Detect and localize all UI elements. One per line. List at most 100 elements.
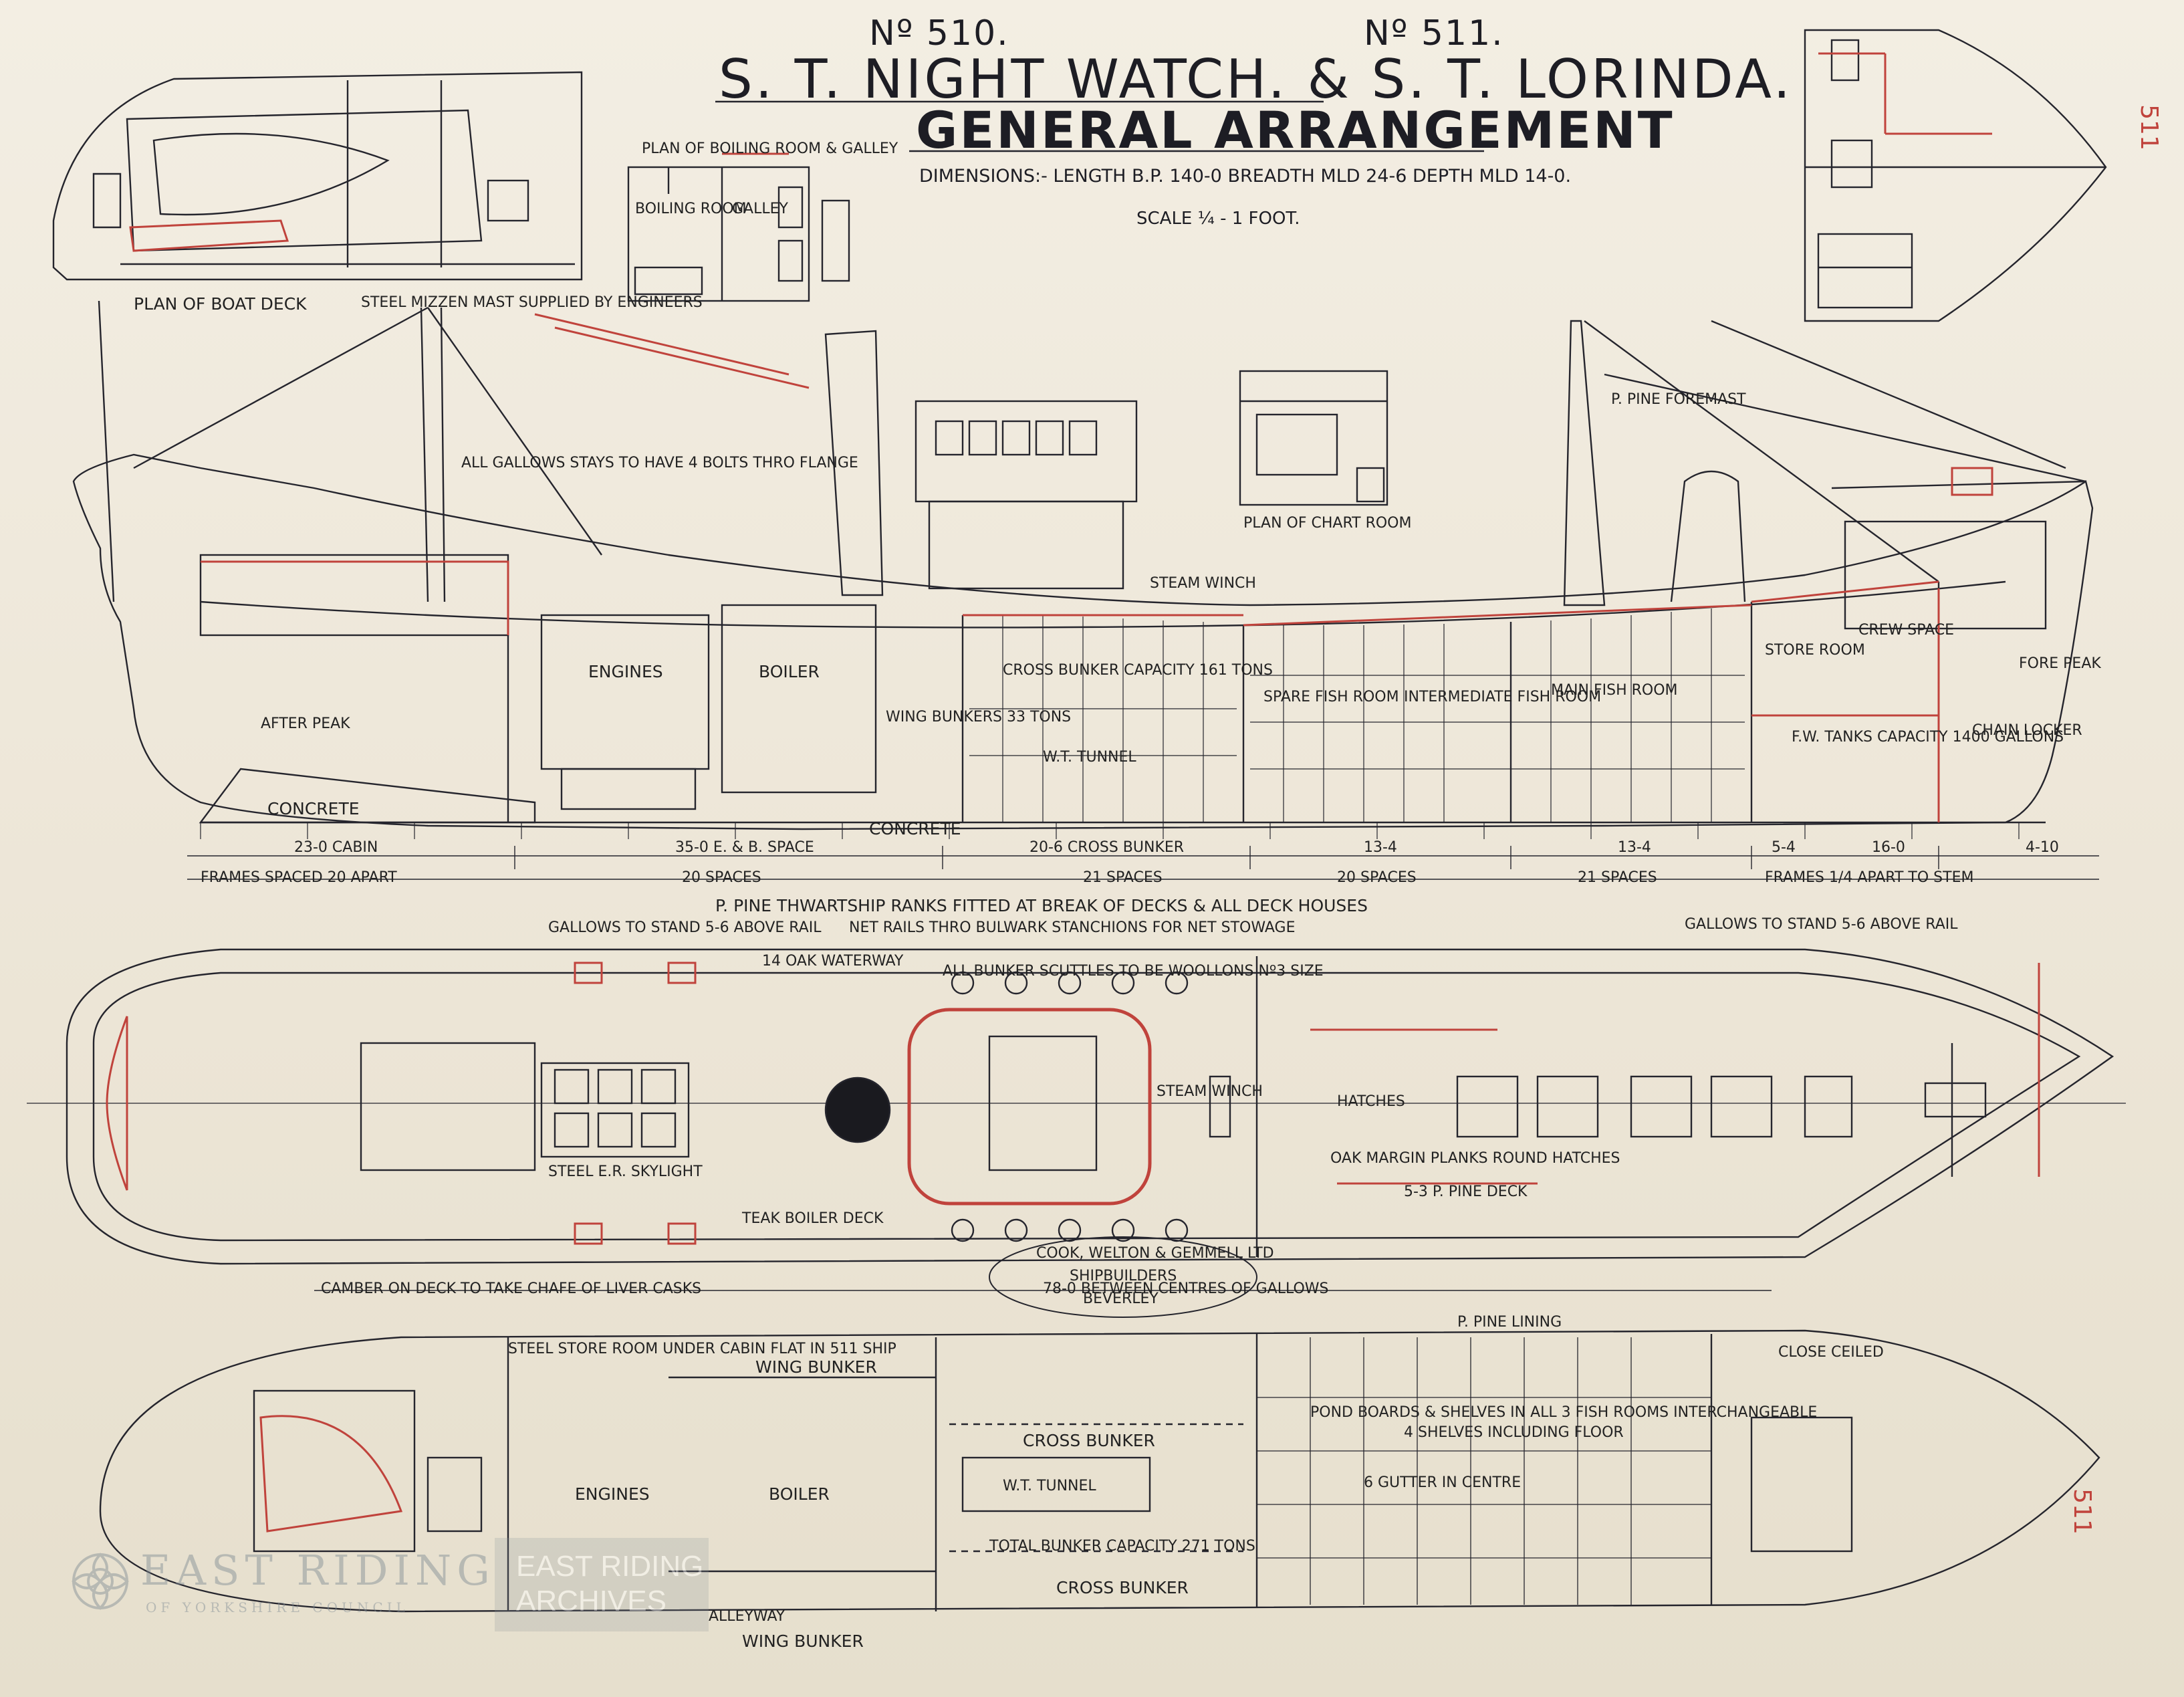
- watermark-council-name: EAST RIDING: [140, 1546, 495, 1595]
- galley-label: GALLEY: [732, 201, 788, 217]
- intermediate-fish-room-label: INTERMEDIATE FISH ROOM: [1404, 689, 1602, 705]
- hold-plan: [99, 1329, 2100, 1613]
- red-derrick-1: [534, 313, 790, 376]
- hold-engines-label: ENGINES: [575, 1484, 650, 1504]
- steel-skylight-label: STEEL E.R. SKYLIGHT: [548, 1163, 703, 1180]
- dimensions-note: DIMENSIONS:- LENGTH B.P. 140-0 BREADTH M…: [919, 166, 1572, 187]
- pine-ranks-note: P. PINE THWARTSHIP RANKS FITTED AT BREAK…: [715, 896, 1368, 915]
- fw-tanks-label: F.W. TANKS CAPACITY 1400 GALLONS: [1792, 729, 2064, 746]
- red-aft-cabin-seating: [259, 1415, 403, 1533]
- gutter-centre-note: 6 GUTTER IN CENTRE: [1364, 1474, 1522, 1491]
- bunker-scuttles-note: ALL BUNKER SCUTTLES TO BE WOOLLONS Nº3 S…: [943, 963, 1324, 980]
- red-casing-outline: [907, 1008, 1152, 1206]
- watermark-archive-line1: EAST RIDING: [516, 1550, 704, 1583]
- steel-store-room-note: STEEL STORE ROOM UNDER CABIN FLAT IN 511…: [508, 1341, 896, 1357]
- yard-number-510: Nº 510.: [869, 13, 1009, 53]
- red-stern-deck: [106, 1016, 128, 1191]
- dim-cross-bunker: 20-6 CROSS BUNKER: [1029, 839, 1185, 856]
- dim-cabin: 23-0 CABIN: [294, 839, 378, 856]
- boat-deck-plan: [52, 71, 583, 281]
- chart-room-plan: [1239, 370, 1388, 506]
- chain-locker-label: CHAIN LOCKER: [1972, 722, 2082, 739]
- camber-note: CAMBER ON DECK TO TAKE CHAFE OF LIVER CA…: [321, 1280, 702, 1297]
- red-forecastle-detail: [1951, 467, 1993, 496]
- spacing-21-fwd: 21 SPACES: [1578, 869, 1657, 886]
- profile-engines-label: ENGINES: [588, 662, 663, 681]
- scale-note: SCALE ¼ - 1 FOOT.: [1136, 209, 1300, 229]
- total-bunker-label: TOTAL BUNKER CAPACITY 271 TONS: [989, 1538, 1255, 1555]
- four-shelves-note: 4 SHELVES INCLUDING FLOOR: [1404, 1424, 1624, 1441]
- profile-view: [72, 300, 2094, 839]
- archive-watermark: EAST RIDING OF YORKSHIRE COUNCIL EAST RI…: [67, 1538, 722, 1652]
- boiling-room-label: BOILING ROOM: [635, 201, 747, 217]
- mizzen-mast-label: STEEL MIZZEN MAST SUPPLIED BY ENGINEERS: [361, 294, 703, 311]
- margin-note-top: 511: [2135, 104, 2163, 150]
- wing-bunker-top-label: WING BUNKER: [755, 1357, 877, 1377]
- hold-boiler-label: BOILER: [769, 1484, 830, 1504]
- dim-peak: 4-10: [2026, 839, 2059, 856]
- store-room-label: STORE ROOM: [1765, 642, 1865, 659]
- watermark-archive-line2: ARCHIVES: [516, 1585, 666, 1617]
- concrete-mid-label: CONCRETE: [869, 819, 961, 838]
- crew-space-label: CREW SPACE: [1858, 622, 1955, 639]
- spare-fish-room-label: SPARE FISH ROOM: [1263, 689, 1399, 705]
- pine-deck-note: 5-3 P. PINE DECK: [1404, 1183, 1528, 1200]
- red-boat-deck-boat: [129, 219, 289, 252]
- spacing-20-aft: 20 SPACES: [682, 869, 761, 886]
- wing-bunker-bottom-label: WING BUNKER: [742, 1631, 864, 1651]
- oak-waterway-note: 14 OAK WATERWAY: [762, 953, 904, 970]
- dim-store: 5-4: [1772, 839, 1796, 856]
- cross-bunker-top-label: CROSS BUNKER: [1023, 1431, 1155, 1450]
- net-rails-note: NET RAILS THRO BULWARK STANCHIONS FOR NE…: [849, 919, 1296, 936]
- oak-margin-note: OAK MARGIN PLANKS ROUND HATCHES: [1330, 1150, 1620, 1167]
- after-peak-label: AFTER PEAK: [261, 715, 350, 732]
- profile-boiler-label: BOILER: [759, 662, 820, 681]
- fore-peak-label: FORE PEAK: [2019, 655, 2101, 672]
- rose-emblem-icon: [72, 1553, 129, 1610]
- spacing-frames-stem: FRAMES 1/4 APART TO STEM: [1765, 869, 1974, 886]
- builder-name: COOK, WELTON & GEMMELL LTD: [1036, 1245, 1274, 1262]
- gallows-stays-label: ALL GALLOWS STAYS TO HAVE 4 BOLTS THRO F…: [461, 455, 858, 471]
- watermark-council-sub: OF YORKSHIRE COUNCIL: [146, 1599, 409, 1615]
- boat-deck-plan-label: PLAN OF BOAT DECK: [134, 294, 307, 314]
- chart-room-plan-label: PLAN OF CHART ROOM: [1243, 515, 1412, 532]
- ship-names-title: S. T. NIGHT WATCH. & S. T. LORINDA.: [719, 48, 1793, 110]
- pine-foremast-label: P. PINE FOREMAST: [1611, 391, 1746, 408]
- between-gallows-note: 78-0 BETWEEN CENTRES OF GALLOWS: [1043, 1280, 1329, 1297]
- teak-boiler-deck-note: TEAK BOILER DECK: [742, 1210, 884, 1227]
- wing-bunkers-label: WING BUNKERS 33 TONS: [886, 709, 1072, 725]
- spacing-frames: FRAMES SPACED 20 APART: [201, 869, 397, 886]
- alleyway-label: ALLEYWAY: [709, 1608, 785, 1625]
- builder-town: BEVERLEY: [1083, 1290, 1159, 1307]
- builder-trade: SHIPBUILDERS: [1070, 1268, 1177, 1284]
- concrete-aft-label: CONCRETE: [267, 799, 360, 818]
- main-fish-room-label: MAIN FISH ROOM: [1551, 682, 1678, 699]
- general-arrangement-heading: GENERAL ARRANGEMENT: [916, 100, 1675, 160]
- cross-bunker-bottom-label: CROSS BUNKER: [1056, 1578, 1189, 1597]
- red-cabin-bulkhead: [201, 560, 509, 635]
- boiling-room-plan: [627, 166, 850, 302]
- gallows-aft-note: GALLOWS TO STAND 5-6 ABOVE RAIL: [548, 919, 822, 936]
- pine-lining-label: P. PINE LINING: [1457, 1314, 1562, 1331]
- close-ceiled-label: CLOSE CEILED: [1778, 1344, 1884, 1361]
- boiling-room-plan-label: PLAN OF BOILING ROOM & GALLEY: [642, 140, 898, 157]
- spacing-21-mid: 21 SPACES: [1083, 869, 1163, 886]
- profile-dimension-lines: [187, 846, 2099, 880]
- hatches-label: HATCHES: [1337, 1093, 1405, 1110]
- spacing-20-fwd: 20 SPACES: [1337, 869, 1417, 886]
- pond-boards-note: POND BOARDS & SHELVES IN ALL 3 FISH ROOM…: [1310, 1404, 1818, 1421]
- builder-stamp: COOK, WELTON & GEMMELL LTD SHIPBUILDERS …: [983, 1230, 1274, 1324]
- hold-tunnel-label: W.T. TUNNEL: [1003, 1478, 1096, 1494]
- margin-note-bottom: 511: [2068, 1488, 2096, 1535]
- red-derrick-2: [554, 326, 810, 389]
- watermark-archive-box: [495, 1538, 709, 1631]
- dim-eb-space: 35-0 E. & B. SPACE: [675, 839, 814, 856]
- steam-winch-profile-label: STEAM WINCH: [1150, 575, 1256, 592]
- gallows-fwd-note: GALLOWS TO STAND 5-6 ABOVE RAIL: [1685, 916, 1958, 933]
- yard-number-511: Nº 511.: [1364, 13, 1504, 53]
- dim-fish-2: 13-4: [1618, 839, 1651, 856]
- cross-bunker-label: CROSS BUNKER CAPACITY 161 TONS: [1003, 662, 1273, 679]
- wt-tunnel-label: W.T. TUNNEL: [1043, 749, 1136, 766]
